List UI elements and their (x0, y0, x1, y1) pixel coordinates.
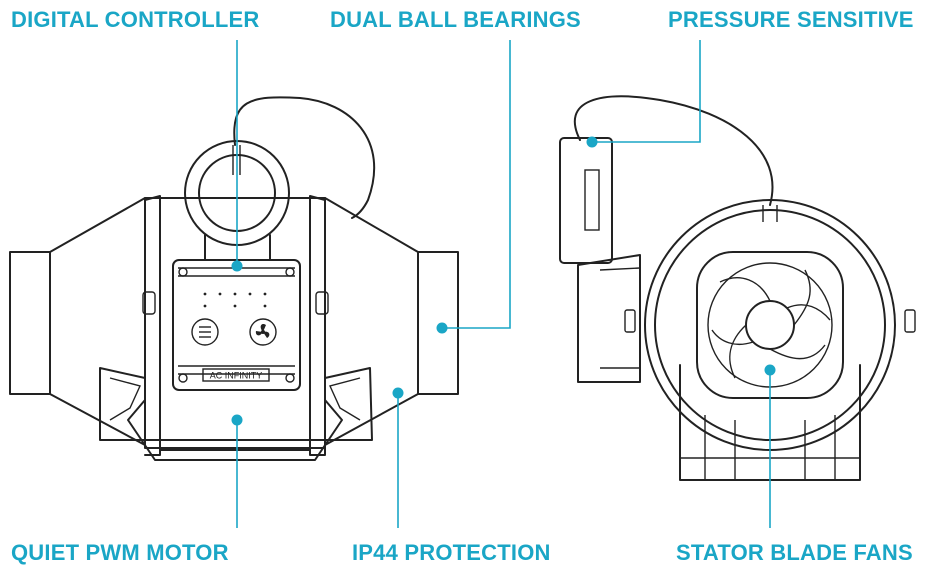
led-indicators (203, 292, 267, 308)
marker-dual-ball-bearings (436, 322, 448, 334)
controller-cable (233, 96, 376, 219)
front-view-fan: AC INFINITY (9, 96, 459, 461)
right-duct-collar (417, 251, 459, 395)
right-latch (315, 291, 329, 315)
label-pressure-sensitive: PRESSURE SENSITIVE (668, 7, 914, 32)
fan-hub (745, 300, 795, 350)
screw-icon (178, 267, 188, 277)
marker-stator-blade-fans (764, 364, 776, 376)
screw-icon (285, 373, 295, 383)
label-digital-controller: DIGITAL CONTROLLER (11, 7, 260, 32)
brand-plate-text: AC INFINITY (210, 371, 263, 381)
marker-pressure-sensitive (586, 136, 598, 148)
side-housing (577, 254, 641, 383)
side-cable (573, 95, 774, 206)
side-view-fan (559, 95, 916, 481)
brand-plate (202, 368, 270, 382)
mounting-bracket (99, 367, 373, 461)
stator-blades (711, 269, 831, 379)
leader-lines (231, 40, 776, 528)
left-duct-collar (9, 251, 51, 395)
fan-icon (249, 318, 277, 346)
marker-digital-controller (231, 260, 243, 272)
label-stator-blade-fans: STATOR BLADE FANS (676, 540, 913, 565)
cable-strain-relief (232, 145, 241, 175)
menu-icon (191, 318, 219, 346)
screw-icon (285, 267, 295, 277)
label-ip44-protection: IP44 PROTECTION (352, 540, 551, 565)
marker-ip44-protection (392, 387, 404, 399)
leader-dual-ball-bearings (442, 40, 511, 329)
side-controller (559, 137, 613, 264)
label-quiet-pwm-motor: QUIET PWM MOTOR (11, 540, 229, 565)
marker-quiet-pwm-motor (231, 414, 243, 426)
right-clamp (309, 195, 326, 456)
screw-icon (178, 373, 188, 383)
motor-housing (159, 389, 311, 451)
left-latch (142, 291, 156, 315)
label-dual-ball-bearings: DUAL BALL BEARINGS (330, 7, 581, 32)
left-clamp (144, 195, 161, 456)
leader-pressure-sensitive (592, 40, 701, 143)
